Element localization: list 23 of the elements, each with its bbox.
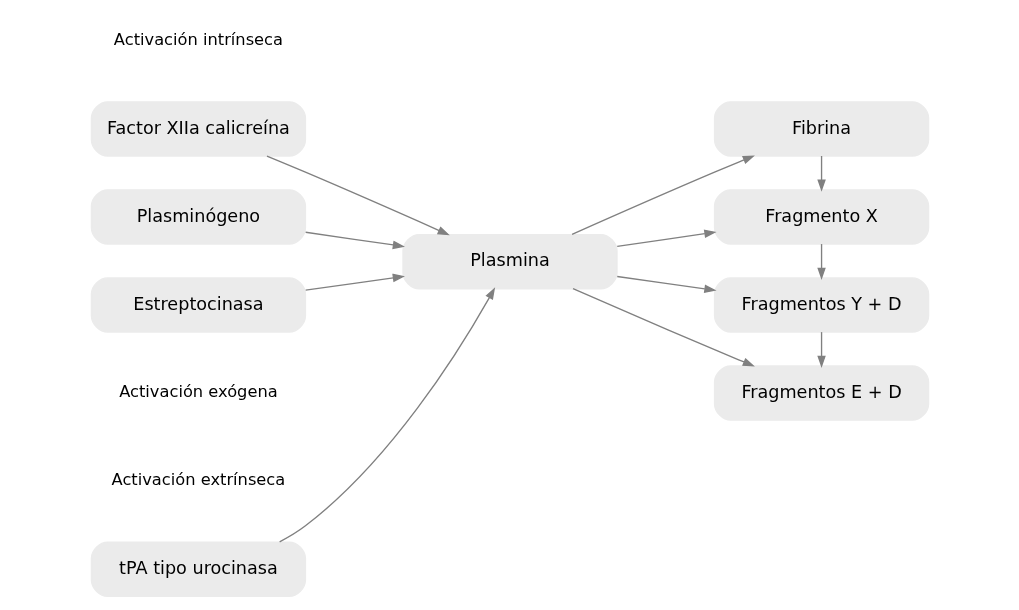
node-box: Plasmina: [401, 233, 618, 290]
label: Activación intrínseca: [113, 30, 283, 50]
arrow: [816, 331, 826, 368]
arrow: [816, 243, 826, 280]
arrow: [616, 275, 717, 293]
arrow: [278, 287, 495, 543]
node-box: Fibrina: [713, 101, 929, 157]
node-box: Estreptocinasa: [90, 277, 306, 333]
arrow: [570, 155, 755, 236]
label: Activación exógena: [118, 382, 278, 402]
node-box: Fragmentos E + D: [713, 365, 929, 421]
node-box: Fragmentos Y + D: [713, 277, 929, 333]
label: Activación extrínseca: [111, 470, 285, 490]
arrow: [616, 229, 717, 247]
arrow: [571, 288, 755, 367]
arrow: [265, 155, 450, 236]
node-box: Factor XIIa calicreína: [90, 101, 306, 157]
node-box: Fragmento X: [713, 189, 929, 245]
arrow: [304, 273, 405, 291]
arrow: [816, 155, 826, 192]
node-box: tPA tipo urocinasa: [90, 541, 306, 597]
arrow: [304, 231, 405, 250]
node-box: Plasminógeno: [90, 189, 306, 245]
